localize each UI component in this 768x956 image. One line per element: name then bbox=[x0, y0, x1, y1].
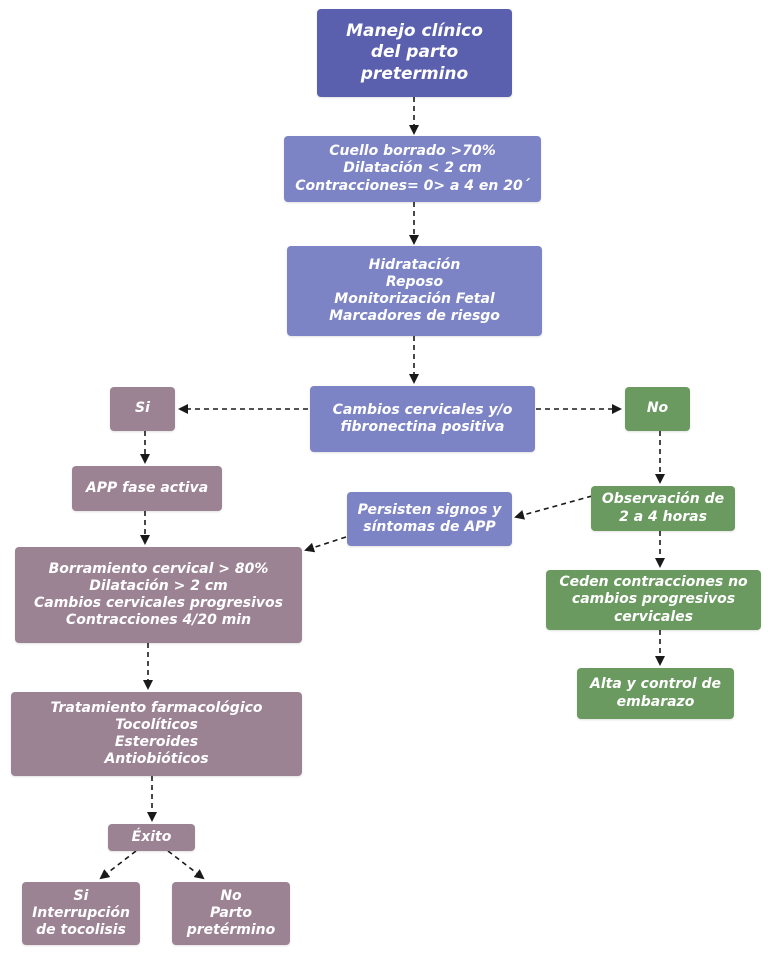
observation-line-2: 2 a 4 horas bbox=[619, 508, 707, 525]
success-yes-line-2: Interrupción bbox=[32, 904, 130, 921]
care-line-3: Monitorización Fetal bbox=[334, 291, 495, 307]
persist-line-2: síntomas de APP bbox=[363, 519, 496, 535]
success-no-line-3: pretérmino bbox=[186, 922, 276, 939]
title-node: Manejo clínico del parto pretermino bbox=[317, 9, 512, 97]
success-no-node: No Parto pretérmino bbox=[172, 882, 290, 945]
treatment-line-4: Antiobióticos bbox=[104, 751, 209, 768]
discharge-line-2: embarazo bbox=[616, 693, 695, 710]
active-line-2: Dilatación > 2 cm bbox=[89, 577, 228, 594]
title-line-3: pretermino bbox=[360, 63, 469, 84]
arrow-success-to-no bbox=[167, 850, 205, 880]
active-line-3: Cambios cervicales progresivos bbox=[34, 595, 283, 611]
yes-label: Si bbox=[135, 400, 150, 417]
arrow-observation-to-persist bbox=[514, 495, 593, 520]
contractions-cease-node: Ceden contracciones no cambios progresiv… bbox=[546, 570, 761, 630]
success-yes-line-3: de tocolisis bbox=[36, 922, 126, 939]
no-node: No bbox=[625, 387, 690, 431]
cease-line-3: cervicales bbox=[614, 608, 693, 625]
decision-line-1: Cambios cervicales y/o bbox=[332, 401, 513, 418]
initial-care-node: Hidratación Reposo Monitorización Fetal … bbox=[287, 246, 542, 336]
success-no-line-2: Parto bbox=[209, 904, 253, 921]
treatment-node: Tratamiento farmacológico Tocolíticos Es… bbox=[11, 692, 302, 776]
arrow-persist-to-active bbox=[304, 536, 347, 553]
observation-node: Observación de 2 a 4 horas bbox=[591, 486, 735, 531]
no-label: No bbox=[646, 400, 669, 417]
care-line-4: Marcadores de riesgo bbox=[329, 308, 500, 325]
app-active-label: APP fase activa bbox=[85, 479, 209, 496]
criteria-node: Cuello borrado >70% Dilatación < 2 cm Co… bbox=[284, 136, 541, 202]
care-line-2: Reposo bbox=[385, 273, 444, 290]
decision-node: Cambios cervicales y/o fibronectina posi… bbox=[310, 386, 535, 452]
title-line-2: del parto bbox=[370, 42, 459, 63]
observation-line-1: Observación de bbox=[601, 491, 725, 508]
success-label: Éxito bbox=[131, 828, 172, 845]
active-criteria-node: Borramiento cervical > 80% Dilatación > … bbox=[15, 547, 302, 643]
active-line-1: Borramiento cervical > 80% bbox=[48, 560, 269, 577]
persist-line-1: Persisten signos y bbox=[357, 501, 502, 518]
yes-node: Si bbox=[110, 387, 175, 431]
treatment-line-1: Tratamiento farmacológico bbox=[50, 699, 263, 716]
success-yes-node: Si Interrupción de tocolisis bbox=[22, 882, 140, 945]
decision-line-2: fibronectina positiva bbox=[340, 419, 505, 435]
criteria-line-3: Contracciones= 0> a 4 en 20´ bbox=[295, 177, 530, 194]
care-line-1: Hidratación bbox=[368, 256, 461, 273]
title-line-1: Manejo clínico bbox=[346, 21, 483, 42]
cease-line-1: Ceden contracciones no bbox=[559, 574, 748, 591]
arrow-success-to-yes bbox=[99, 850, 137, 880]
treatment-line-2: Tocolíticos bbox=[115, 716, 198, 733]
active-line-4: Contracciones 4/20 min bbox=[65, 612, 252, 629]
criteria-line-1: Cuello borrado >70% bbox=[329, 143, 496, 160]
app-active-node: APP fase activa bbox=[72, 466, 222, 511]
treatment-line-3: Esteroides bbox=[114, 734, 199, 750]
success-yes-line-1: Si bbox=[73, 887, 89, 904]
success-node: Éxito bbox=[108, 824, 195, 851]
discharge-line-1: Alta y control de bbox=[590, 676, 721, 693]
persist-node: Persisten signos y síntomas de APP bbox=[347, 492, 512, 546]
discharge-node: Alta y control de embarazo bbox=[577, 668, 734, 719]
cease-line-2: cambios progresivos bbox=[571, 591, 736, 608]
criteria-line-2: Dilatación < 2 cm bbox=[343, 160, 482, 177]
success-no-line-1: No bbox=[220, 887, 242, 904]
